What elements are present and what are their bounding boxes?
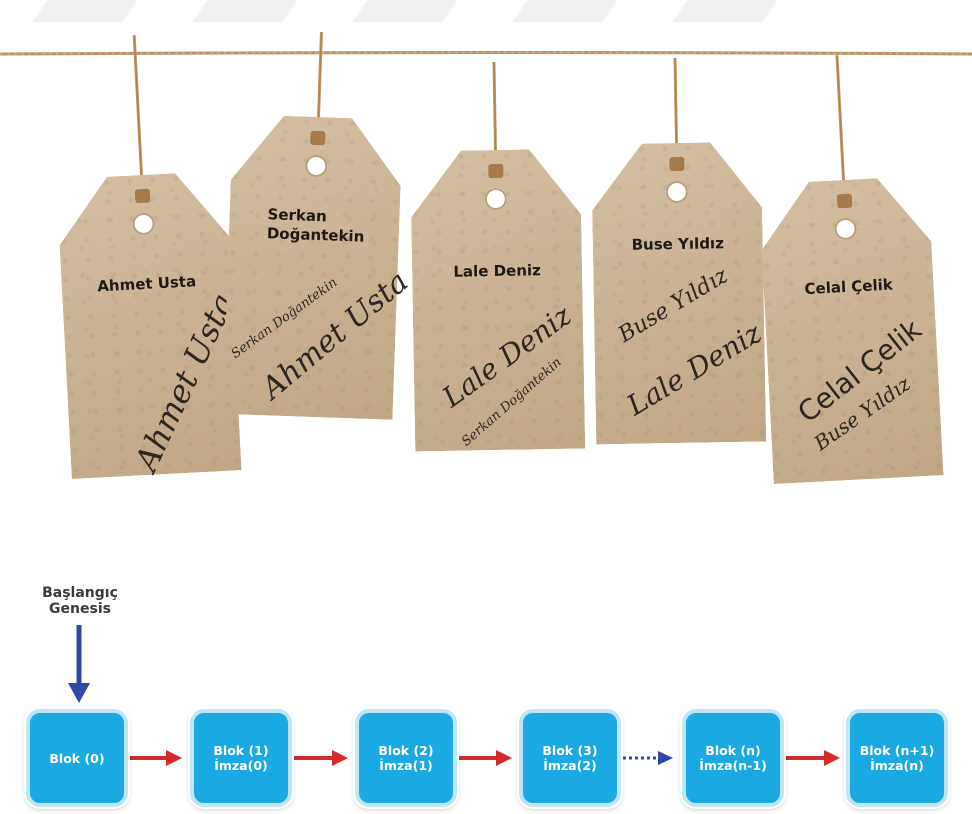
block-title: Blok (n) (705, 743, 761, 758)
block-title: Blok (1) (213, 743, 269, 758)
block-title: Blok (n+1) (859, 743, 935, 758)
block-2: Blok (2) İmza(1) (355, 709, 457, 807)
tag-knot (134, 188, 151, 204)
connector-0-1 (124, 750, 182, 766)
name-tag-lale: Lale Deniz Lale Deniz Serkan Doğantekin (410, 61, 585, 452)
twine-line (0, 51, 972, 56)
block-signature: İmza(n-1) (699, 758, 767, 773)
name-tag-buse: Buse Yıldız Buse Yıldız Lale Deniz (591, 57, 767, 445)
block-title: Blok (2) (378, 743, 434, 758)
block-title: Blok (0) (49, 750, 105, 766)
genesis-arrow-head (68, 683, 90, 703)
name-tag-serkan: Serkan Doğantekin Serkan Doğantekin Ahme… (223, 32, 415, 420)
decor-stripe (32, 0, 138, 22)
block-n-plus-1: Blok (n+1) İmza(n) (846, 709, 948, 807)
name-tag-ahmet: Ahmet Usta Ahmet Usta (56, 35, 242, 479)
start-label-tr: Başlangıç (42, 585, 118, 601)
block-signature: İmza(n) (870, 758, 924, 773)
connector-n-n1 (782, 750, 840, 766)
start-label: Başlangıç Genesis (32, 585, 128, 617)
tag-knot (310, 130, 326, 146)
name-tag-celal: Celal Çelik Celal Çelik Buse Yıldız (758, 55, 943, 484)
connector-1-2 (289, 750, 348, 766)
block-title: Blok (3) (542, 743, 598, 758)
block-signature: İmza(2) (543, 758, 597, 773)
start-label-en: Genesis (49, 601, 111, 617)
block-1: Blok (1) İmza(0) (190, 709, 292, 807)
block-3: Blok (3) İmza(2) (519, 709, 621, 807)
decor-stripe (192, 0, 298, 22)
block-signature: İmza(0) (214, 758, 268, 773)
block-0: Blok (0) (26, 709, 128, 807)
tag-knot (836, 193, 853, 209)
tag-name: Buse Yıldız (631, 234, 725, 254)
decor-stripe (672, 0, 778, 22)
tag-knot (669, 156, 685, 172)
tag-name: Lale Deniz (453, 261, 541, 281)
tag-knot (488, 163, 504, 179)
decor-stripe (352, 0, 458, 22)
connector-2-3 (453, 750, 512, 766)
decor-stripe (512, 0, 618, 22)
connector-3-n (617, 751, 673, 765)
block-signature: İmza(1) (379, 758, 433, 773)
block-n: Blok (n) İmza(n-1) (682, 709, 784, 807)
